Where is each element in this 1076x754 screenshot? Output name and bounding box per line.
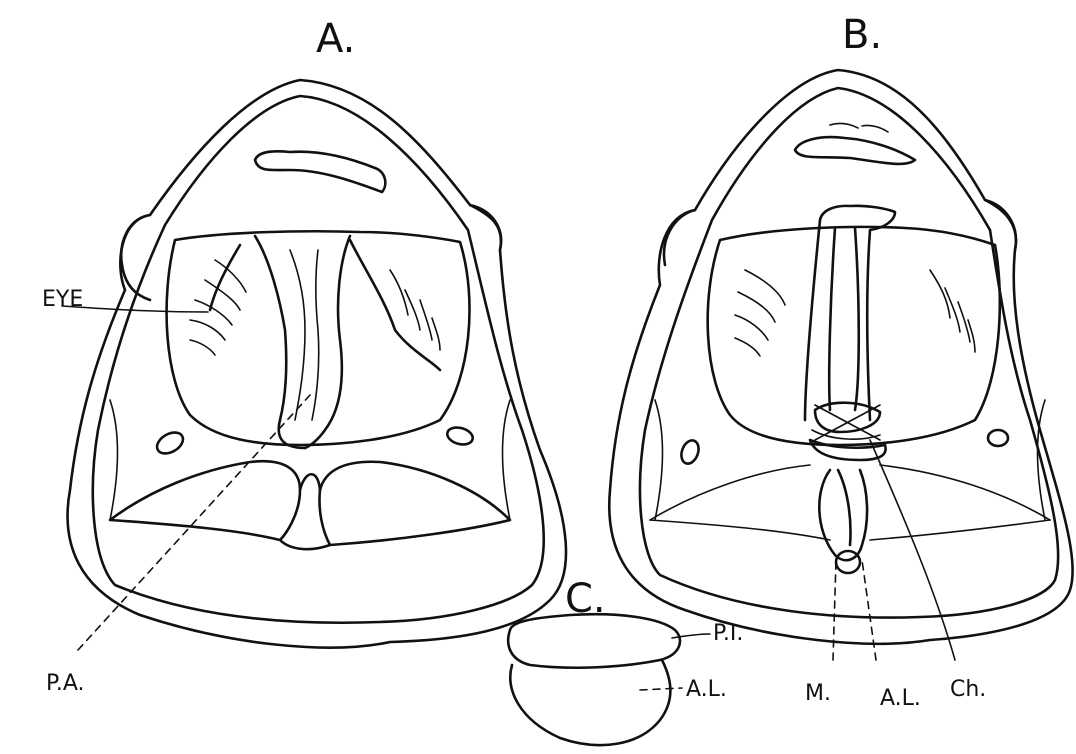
label-ch: Ch. xyxy=(950,677,986,702)
panel-a-title: A. xyxy=(316,16,355,62)
panel-b-title: B. xyxy=(842,12,882,58)
panel-b-leaders xyxy=(833,440,955,660)
panel-c-section xyxy=(508,614,680,745)
panel-b-skull xyxy=(609,70,1072,644)
label-al-c: A.L. xyxy=(686,677,727,702)
label-m: M. xyxy=(805,681,831,706)
panel-a-skull xyxy=(68,80,566,648)
label-pa: P.A. xyxy=(46,671,85,696)
panel-a: A. xyxy=(42,16,566,696)
label-pi: P.I. xyxy=(713,621,743,646)
panel-b: B. xyxy=(609,12,1072,711)
label-al-b: A.L. xyxy=(880,686,921,711)
label-eye: EYE xyxy=(42,287,83,312)
panel-c: C. P.I. A.L. xyxy=(508,576,743,745)
